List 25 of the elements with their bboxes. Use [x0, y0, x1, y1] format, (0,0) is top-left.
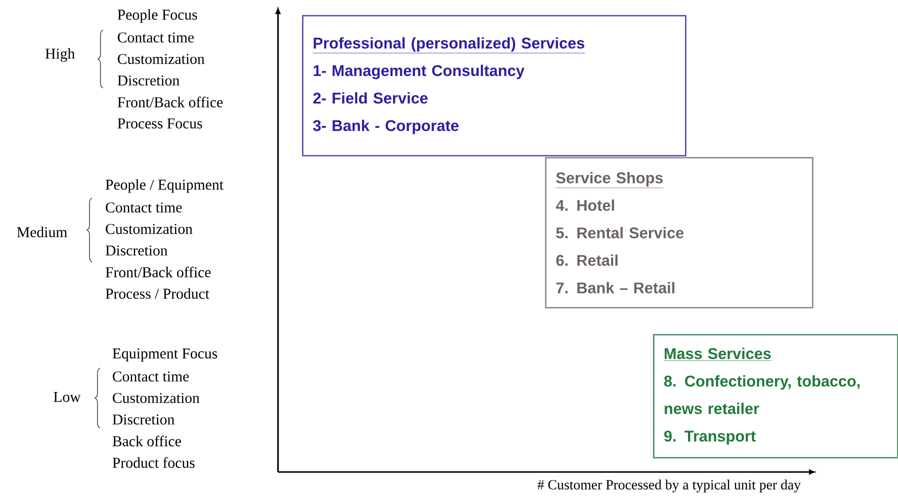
characteristic-label: Contact time	[106, 202, 182, 213]
characteristic-label: Equipment Focus	[112, 348, 218, 362]
level-label: Medium	[17, 226, 68, 238]
category-box: Mass Services 8. Confectionery, tobacco, news retailer 9. Transport	[653, 334, 898, 458]
category-box: Professional (personalized) Services 1- Management Consultancy 2- Field Service 3- Bank - Corporate	[302, 15, 686, 156]
characteristic-label: Contact time	[112, 371, 189, 382]
characteristic-label: Front/Back office	[118, 96, 223, 108]
characteristic-label: Process / Product	[106, 288, 210, 299]
characteristic-label: Front/Back office	[106, 266, 211, 278]
characteristic-label: Back office	[112, 436, 181, 446]
characteristic-label: Product focus	[112, 457, 195, 468]
characteristic-label: Discretion	[112, 414, 174, 425]
characteristic-label: Customization	[112, 392, 200, 404]
level-label: High	[45, 48, 75, 62]
characteristic-label: Discretion	[106, 245, 168, 256]
category-box: Service Shops 4. Hotel 5. Rental Service 6. Retail 7. Bank – Retail	[545, 157, 814, 308]
characteristic-label: People / Equipment	[106, 179, 224, 193]
characteristic-label: Customization	[118, 54, 204, 64]
characteristic-label: People Focus	[118, 9, 198, 23]
characteristic-label: Contact time	[118, 32, 194, 43]
characteristic-label: Process Focus	[118, 118, 202, 128]
characteristic-label: Discretion	[118, 75, 180, 86]
characteristic-label: Customization	[106, 224, 192, 234]
level-label: Low	[54, 392, 81, 402]
axis-label: # Customer Processed by a typical unit per day	[537, 480, 801, 492]
